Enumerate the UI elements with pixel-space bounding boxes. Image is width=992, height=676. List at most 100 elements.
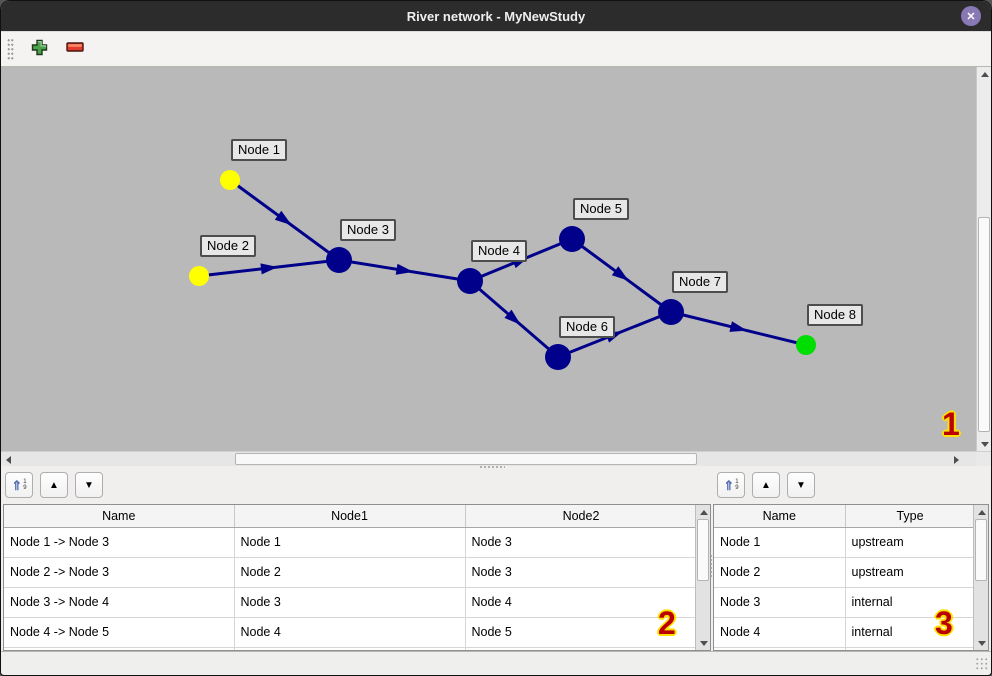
- node-label-node-8[interactable]: Node 8: [807, 304, 863, 326]
- toolbar-drag-handle[interactable]: [7, 37, 14, 60]
- canvas-scroll-up-button[interactable]: [977, 67, 991, 81]
- arrow-up-icon: [699, 509, 708, 515]
- node-node-7[interactable]: [658, 299, 684, 325]
- reaches-cell[interactable]: Node 4: [465, 587, 698, 618]
- close-icon: ✕: [966, 10, 976, 23]
- plus-icon: [31, 39, 48, 59]
- nodes-cell[interactable]: Node 3: [714, 587, 846, 618]
- nodes-scroll-down-button[interactable]: [974, 636, 988, 650]
- close-button[interactable]: ✕: [961, 6, 981, 26]
- canvas-scroll-right-button[interactable]: [949, 452, 963, 467]
- node-node-8[interactable]: [796, 335, 816, 355]
- panel-splitter[interactable]: [709, 466, 714, 651]
- flow-arrow-icon: [274, 210, 292, 226]
- canvas-vertical-scrollbar[interactable]: [976, 67, 991, 451]
- nodes-cell[interactable]: Node 1: [714, 527, 846, 558]
- canvas-horizontal-scrollbar[interactable]: [1, 451, 991, 467]
- canvas-scroll-down-button[interactable]: [977, 437, 991, 451]
- reaches-header-name[interactable]: Name: [4, 505, 235, 528]
- nodes-scroll-thumb[interactable]: [975, 519, 987, 581]
- node-node-4[interactable]: [457, 268, 483, 294]
- node-node-1[interactable]: [220, 170, 240, 190]
- reaches-move-down-button[interactable]: ▼: [75, 472, 103, 498]
- reaches-table-scrollbar[interactable]: [695, 505, 710, 650]
- reaches-scroll-up-button[interactable]: [696, 505, 710, 519]
- node-label-node-2[interactable]: Node 2: [200, 235, 256, 257]
- node-node-2[interactable]: [189, 266, 209, 286]
- flow-arrow-icon: [260, 263, 278, 275]
- node-label-node-3[interactable]: Node 3: [340, 219, 396, 241]
- scrollbar-corner: [976, 452, 991, 467]
- nodes-table-scrollbar[interactable]: [973, 505, 988, 650]
- nodes-cell[interactable]: internal: [845, 587, 976, 618]
- node-label-node-7[interactable]: Node 7: [672, 271, 728, 293]
- reaches-cell[interactable]: Node 5: [465, 617, 698, 648]
- reaches-cell[interactable]: Node 3: [234, 587, 466, 618]
- network-canvas[interactable]: Node 1 Node 2 Node 3 Node 4 Node 5 Node 6 Node…: [1, 67, 976, 451]
- add-button[interactable]: [28, 38, 50, 60]
- nodes-move-down-button[interactable]: ▼: [787, 472, 815, 498]
- remove-button[interactable]: [64, 38, 86, 60]
- statusbar: [1, 651, 991, 673]
- node-node-3[interactable]: [326, 247, 352, 273]
- reaches-cell[interactable]: Node 4 -> Node 5: [4, 617, 235, 648]
- nodes-move-up-button[interactable]: ▲: [752, 472, 780, 498]
- node-node-6[interactable]: [545, 344, 571, 370]
- vertical-splitter-handle[interactable]: [709, 554, 714, 578]
- arrow-down-icon: [699, 640, 708, 646]
- node-node-5[interactable]: [559, 226, 585, 252]
- reaches-cell[interactable]: Node 3: [465, 557, 698, 588]
- node-label-node-5[interactable]: Node 5: [573, 198, 629, 220]
- nodes-cell[interactable]: [714, 647, 846, 650]
- reaches-cell[interactable]: [4, 647, 235, 650]
- reaches-header-node1[interactable]: Node1: [234, 505, 466, 528]
- nodes-header-name[interactable]: Name: [714, 505, 846, 528]
- triangle-down-icon: ▼: [84, 479, 94, 491]
- canvas-vertical-scroll-thumb[interactable]: [978, 217, 990, 432]
- reaches-scroll-down-button[interactable]: [696, 636, 710, 650]
- nodes-cell[interactable]: Node 4: [714, 617, 846, 648]
- reaches-cell[interactable]: Node 2 -> Node 3: [4, 557, 235, 588]
- arrow-down-icon: [980, 441, 989, 447]
- flow-arrow-icon: [729, 321, 748, 332]
- triangle-down-icon: ▼: [796, 479, 806, 491]
- reaches-cell[interactable]: [234, 647, 466, 650]
- nodes-cell[interactable]: Node 2: [714, 557, 846, 588]
- nodes-cell[interactable]: upstream: [845, 557, 976, 588]
- titlebar[interactable]: River network - MyNewStudy ✕: [1, 1, 991, 31]
- canvas-horizontal-scroll-thumb[interactable]: [235, 453, 697, 465]
- horizontal-splitter-handle[interactable]: [479, 465, 505, 469]
- reaches-scroll-thumb[interactable]: [697, 519, 709, 581]
- canvas-scroll-left-button[interactable]: [1, 452, 15, 467]
- reaches-cell[interactable]: Node 4: [234, 617, 466, 648]
- reaches-cell[interactable]: Node 3: [465, 527, 698, 558]
- reaches-cell[interactable]: Node 2: [234, 557, 466, 588]
- nodes-scroll-up-button[interactable]: [974, 505, 988, 519]
- flow-arrow-icon: [395, 263, 414, 275]
- reaches-cell[interactable]: Node 1 -> Node 3: [4, 527, 235, 558]
- arrow-up-icon: [980, 71, 989, 77]
- reaches-cell[interactable]: Node 1: [234, 527, 466, 558]
- reaches-header-node2[interactable]: Node2: [465, 505, 698, 528]
- node-label-node-1[interactable]: Node 1: [231, 139, 287, 161]
- node-label-node-4[interactable]: Node 4: [471, 240, 527, 262]
- nodes-cell[interactable]: upstream: [845, 527, 976, 558]
- nodes-cell[interactable]: internal: [845, 617, 976, 648]
- node-label-node-6[interactable]: Node 6: [559, 316, 615, 338]
- reaches-cell[interactable]: Node 3 -> Node 4: [4, 587, 235, 618]
- resize-grip[interactable]: [975, 657, 988, 670]
- nodes-header-type[interactable]: Type: [845, 505, 976, 528]
- main-toolbar: [1, 31, 991, 67]
- reaches-move-up-button[interactable]: ▲: [40, 472, 68, 498]
